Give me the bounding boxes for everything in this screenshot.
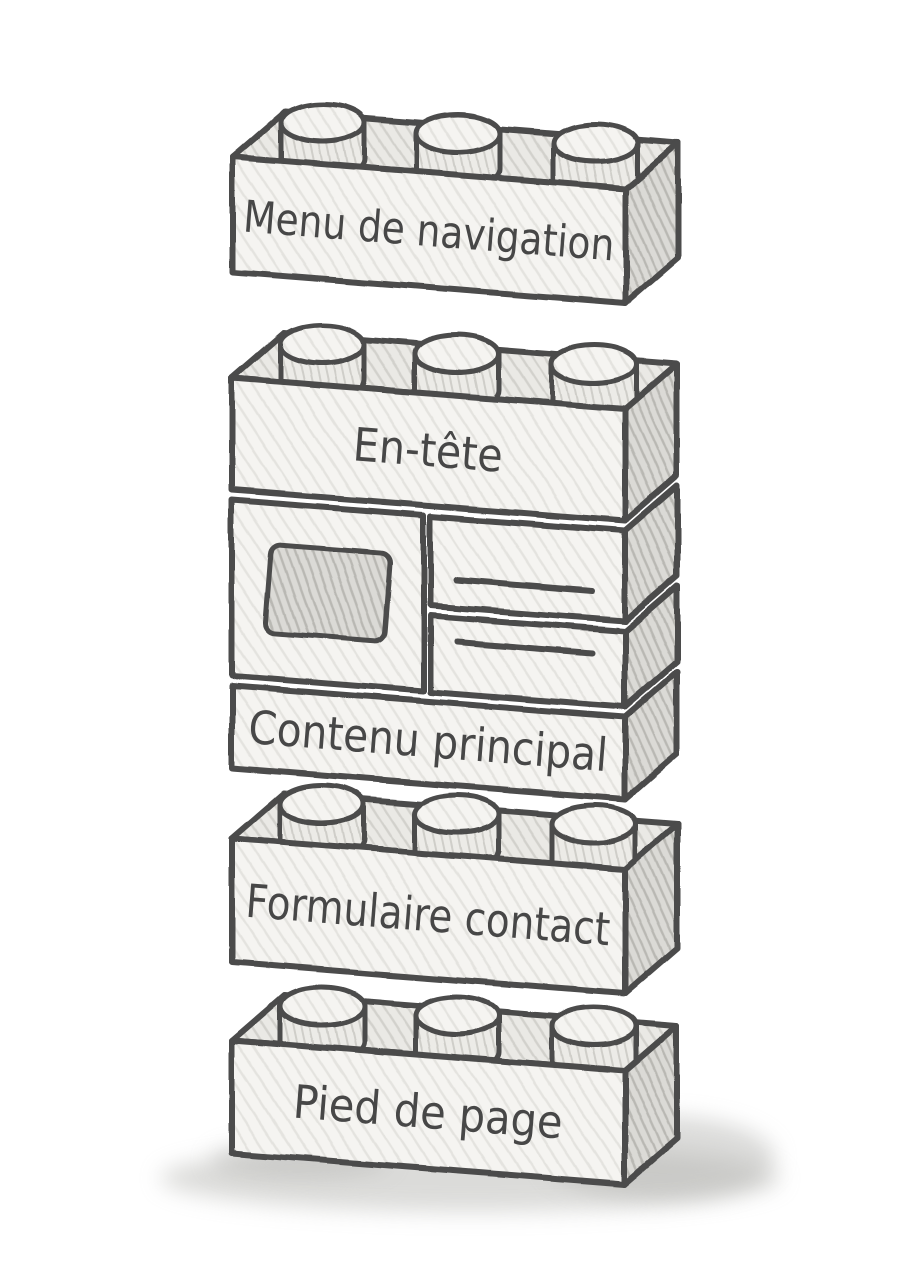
brick-front-face (229, 683, 628, 802)
brick-menu-navigation: Menu de navigation (230, 101, 681, 306)
brick-front-face (427, 513, 628, 624)
text-line-icon (454, 577, 595, 594)
brick-shape (229, 669, 680, 802)
brick-contenu-principal: Contenu principal (229, 669, 680, 802)
brick-front-face (427, 613, 628, 710)
brick-front-face (230, 154, 629, 306)
brick-shape (229, 984, 680, 1187)
brick-formulaire-contact: Formulaire contact (229, 782, 680, 996)
brick-pied-de-page: Pied de page (229, 984, 680, 1187)
content-left-brick (229, 497, 426, 694)
image-placeholder-icon (262, 542, 394, 644)
brick-label-entete: En-tête (351, 417, 505, 483)
content-wireframe-row (229, 483, 680, 710)
brick-shape (229, 782, 680, 996)
brick-entete: En-tête (229, 322, 680, 524)
brick-shape (229, 322, 680, 524)
content-right-brick-1 (427, 483, 680, 624)
content-right-brick-2 (427, 583, 680, 710)
brick-front-face (229, 375, 628, 524)
brick-front-face (229, 1037, 628, 1187)
brick-shape (230, 101, 681, 306)
brick-front-face (229, 835, 628, 996)
text-line-icon (454, 639, 595, 656)
